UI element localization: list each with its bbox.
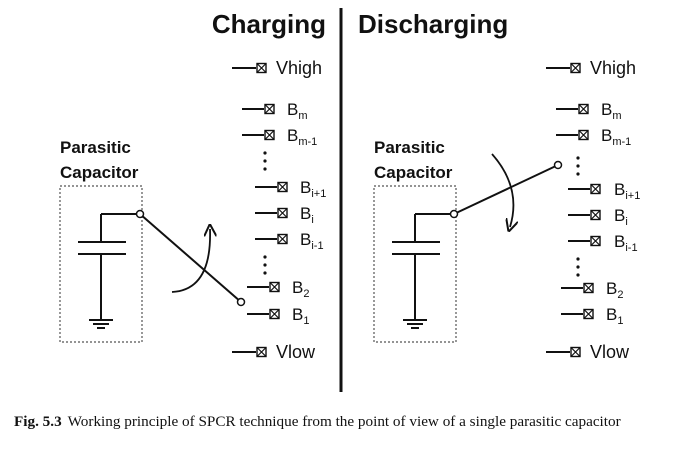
discharging-panel: Parasitic Capacitor Vhigh bbox=[373, 58, 640, 362]
figure-label: Fig. 5.3 bbox=[14, 413, 62, 430]
ellipsis-dots-upper bbox=[576, 156, 580, 176]
svg-text:B2: B2 bbox=[606, 279, 623, 301]
capacitor-label-line1: Parasitic bbox=[60, 138, 131, 157]
svg-text:Bi-1: Bi-1 bbox=[300, 230, 324, 252]
svg-text:Vhigh: Vhigh bbox=[590, 58, 636, 78]
terminal-vlow: Vlow bbox=[232, 342, 316, 362]
ground-symbol-icon bbox=[403, 319, 427, 329]
capacitor-label-line1: Parasitic bbox=[374, 138, 445, 157]
terminal-bm-1: Bm-1 bbox=[556, 126, 631, 148]
svg-text:Bi: Bi bbox=[300, 204, 314, 226]
terminal-bi: Bi bbox=[255, 204, 314, 226]
terminal-bm-1: Bm-1 bbox=[242, 126, 317, 148]
switch-arm-icon bbox=[135, 209, 246, 307]
svg-text:Bi+1: Bi+1 bbox=[614, 180, 640, 202]
terminal-bi-plus-1: Bi+1 bbox=[568, 180, 640, 202]
terminal-vlow: Vlow bbox=[546, 342, 630, 362]
svg-text:Bm: Bm bbox=[601, 100, 622, 122]
svg-text:Vlow: Vlow bbox=[276, 342, 316, 362]
parasitic-capacitor-box bbox=[59, 185, 143, 343]
ellipsis-dots-lower bbox=[576, 257, 580, 277]
spcr-diagram: Charging Discharging Parasitic Capacitor bbox=[59, 8, 640, 392]
figure-caption-text: Working principle of SPCR technique from… bbox=[67, 413, 621, 430]
terminal-bi: Bi bbox=[568, 206, 628, 228]
ground-symbol-icon bbox=[89, 319, 113, 329]
terminal-bi-minus-1: Bi-1 bbox=[255, 230, 324, 252]
terminal-vhigh: Vhigh bbox=[232, 58, 322, 78]
parasitic-capacitor-box bbox=[373, 185, 457, 343]
capacitor-symbol-icon bbox=[392, 213, 454, 320]
curved-arrow-icon bbox=[491, 153, 513, 227]
svg-text:Bi: Bi bbox=[614, 206, 628, 228]
ellipsis-dots-lower bbox=[263, 255, 267, 275]
terminal-bi-minus-1: Bi-1 bbox=[568, 232, 638, 254]
switch-arm-icon bbox=[449, 160, 563, 219]
terminal-bm: Bm bbox=[242, 100, 308, 122]
svg-text:B1: B1 bbox=[292, 305, 309, 327]
svg-text:Vhigh: Vhigh bbox=[276, 58, 322, 78]
svg-text:Bi+1: Bi+1 bbox=[300, 178, 326, 200]
terminal-b1: B1 bbox=[247, 305, 309, 327]
figure-caption: Fig. 5.3 Working principle of SPCR techni… bbox=[14, 412, 682, 431]
terminal-bm: Bm bbox=[556, 100, 622, 122]
terminal-b2: B2 bbox=[561, 279, 623, 301]
discharging-heading: Discharging bbox=[358, 9, 508, 39]
charging-panel: Parasitic Capacitor Vh bbox=[59, 58, 326, 362]
svg-text:Bm-1: Bm-1 bbox=[601, 126, 631, 148]
terminal-vhigh: Vhigh bbox=[546, 58, 636, 78]
svg-text:Bm: Bm bbox=[287, 100, 308, 122]
capacitor-label-line2: Capacitor bbox=[60, 163, 139, 182]
svg-text:Bi-1: Bi-1 bbox=[614, 232, 638, 254]
capacitor-label-line2: Capacitor bbox=[374, 163, 453, 182]
terminal-bi-plus-1: Bi+1 bbox=[255, 178, 326, 200]
svg-text:Bm-1: Bm-1 bbox=[287, 126, 317, 148]
terminal-b1: B1 bbox=[561, 305, 623, 327]
curved-arrow-icon bbox=[171, 229, 210, 293]
ellipsis-dots-upper bbox=[263, 151, 267, 171]
terminal-b2: B2 bbox=[247, 278, 309, 300]
svg-text:B2: B2 bbox=[292, 278, 309, 300]
svg-text:Vlow: Vlow bbox=[590, 342, 630, 362]
capacitor-symbol-icon bbox=[78, 213, 140, 320]
svg-text:B1: B1 bbox=[606, 305, 623, 327]
charging-heading: Charging bbox=[212, 9, 326, 39]
